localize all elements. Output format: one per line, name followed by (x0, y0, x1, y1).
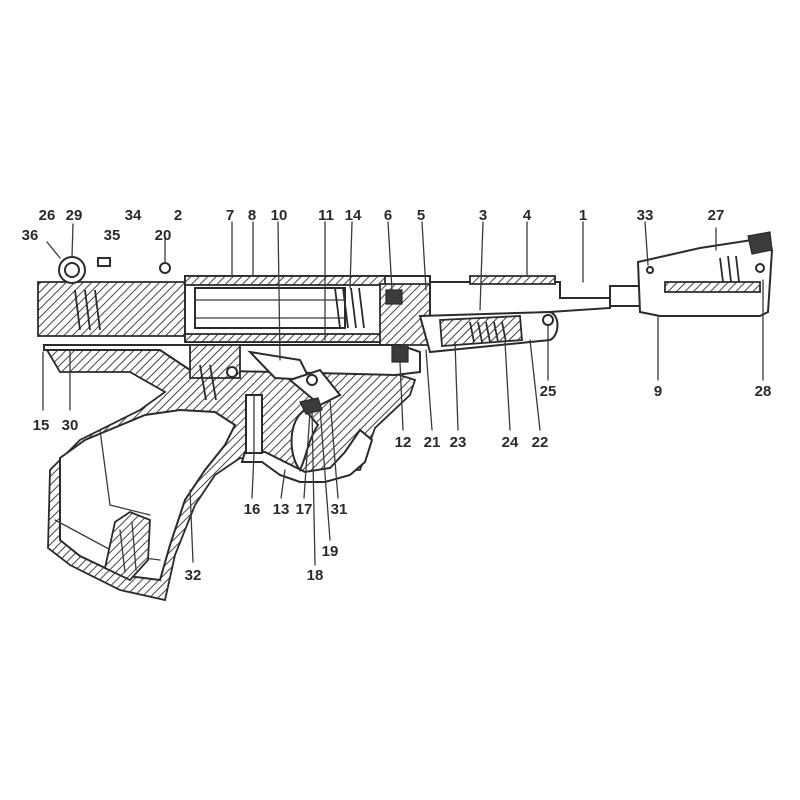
label-26-top: 26 (39, 207, 56, 224)
grip-frame (42, 344, 417, 602)
label-23: 23 (450, 434, 467, 451)
trigger-guard (240, 428, 374, 483)
label-6: 6 (384, 207, 392, 224)
label-5: 5 (417, 207, 425, 224)
label-29: 29 (66, 207, 83, 224)
label-35: 35 (104, 227, 121, 244)
label-34: 34 (125, 207, 142, 224)
rear-spring (74, 289, 101, 331)
label-19: 19 (322, 543, 339, 560)
label-18: 18 (307, 567, 324, 584)
label-7: 7 (226, 207, 234, 224)
label-8: 8 (248, 207, 256, 224)
label-4: 4 (523, 207, 532, 224)
rear-cap (58, 256, 171, 284)
front-sight (636, 231, 774, 317)
label-11: 11 (318, 207, 334, 224)
label-28: 28 (755, 383, 772, 400)
receiver (37, 275, 431, 346)
label-2: 2 (174, 207, 182, 224)
label-25: 25 (540, 383, 557, 400)
label-3: 3 (479, 207, 487, 224)
part-labels: 26 29 36 35 34 2 20 7 8 10 11 14 6 5 3 4… (22, 207, 772, 584)
label-31: 31 (331, 501, 348, 518)
label-24: 24 (502, 434, 519, 451)
trigger-mechanism (189, 289, 409, 454)
label-15: 15 (33, 417, 50, 434)
label-22: 22 (532, 434, 549, 451)
label-10: 10 (271, 207, 288, 224)
grip-screw (103, 510, 151, 582)
label-9: 9 (654, 383, 662, 400)
label-12: 12 (395, 434, 412, 451)
main-spring (334, 287, 365, 329)
label-1: 1 (579, 207, 587, 224)
label-21: 21 (424, 434, 441, 451)
label-13: 13 (273, 501, 290, 518)
label-33: 33 (637, 207, 654, 224)
label-14: 14 (345, 207, 362, 224)
label-30: 30 (62, 417, 79, 434)
leader-lines (42, 221, 764, 566)
label-16: 16 (244, 501, 261, 518)
label-27: 27 (708, 207, 725, 224)
barrel-housing (418, 310, 559, 354)
label-17: 17 (296, 501, 313, 518)
label-32: 32 (185, 567, 202, 584)
label-20: 20 (155, 227, 172, 244)
label-36: 36 (22, 227, 39, 244)
